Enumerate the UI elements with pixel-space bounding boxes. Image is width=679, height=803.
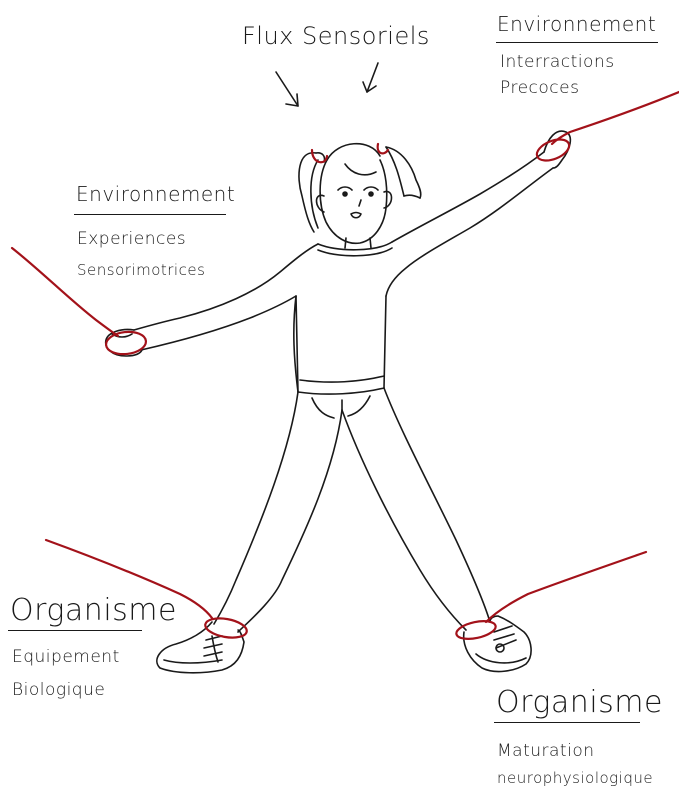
label-environnement-left: Environnement bbox=[76, 184, 235, 204]
label-organisme-left: Organisme bbox=[10, 596, 177, 626]
label-maturation: Maturation bbox=[497, 743, 595, 760]
tie-right-hand bbox=[534, 135, 572, 164]
label-experiences: Experiences bbox=[77, 231, 186, 248]
underline-left bbox=[74, 214, 226, 215]
right-hand bbox=[544, 131, 570, 168]
label-organisme-right: Organisme bbox=[496, 688, 663, 718]
label-biologique: Biologique bbox=[12, 682, 105, 699]
right-shoe bbox=[464, 616, 531, 671]
jeans bbox=[214, 388, 490, 632]
label-interractions: Interractions bbox=[500, 54, 615, 71]
pigtail-right bbox=[386, 147, 421, 198]
left-shoe bbox=[157, 622, 244, 673]
underline-top-right bbox=[496, 42, 658, 43]
girl-head bbox=[317, 144, 392, 248]
string-right-arm bbox=[552, 92, 679, 144]
string-right-leg bbox=[486, 552, 646, 622]
label-environnement-top-right: Environnement bbox=[497, 14, 656, 34]
tie-right-ankle bbox=[455, 618, 497, 642]
label-neurophysiologique: neurophysiologique bbox=[497, 771, 653, 786]
label-precoces: Precoces bbox=[500, 80, 579, 97]
arrow-down-right-icon bbox=[276, 72, 298, 106]
label-sensorimotrices: Sensorimotrices bbox=[77, 263, 205, 278]
arrow-down-left-icon bbox=[363, 63, 378, 92]
label-equipement: Equipement bbox=[12, 649, 120, 666]
label-flux-sensoriels: Flux Sensoriels bbox=[242, 24, 430, 48]
underline-bottom-right bbox=[494, 722, 640, 723]
underline-bottom-left bbox=[8, 630, 142, 631]
